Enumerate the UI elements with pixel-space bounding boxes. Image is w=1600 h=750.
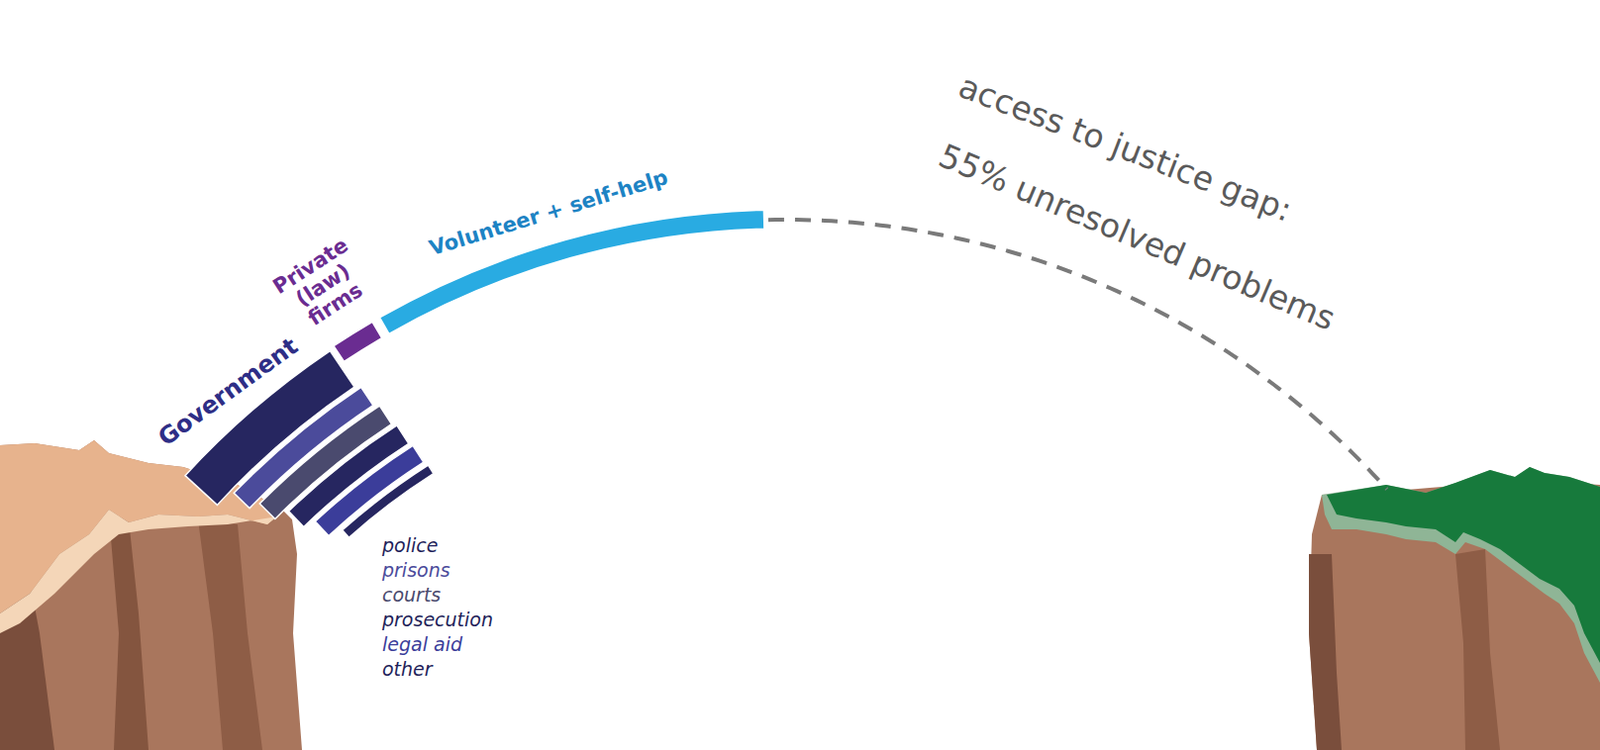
cliff-top-light bbox=[0, 509, 278, 634]
cliff-top bbox=[1326, 467, 1600, 664]
volunteer-band bbox=[379, 209, 764, 334]
gap-label: access to justice gap: bbox=[953, 68, 1297, 229]
gap-dashed-arc bbox=[768, 219, 1388, 490]
right-cliff bbox=[1308, 467, 1600, 750]
cliff-shade bbox=[1308, 554, 1342, 750]
legend-item-label: other bbox=[382, 659, 433, 681]
legend-item-label: prisons bbox=[382, 560, 451, 582]
cliff-shade bbox=[198, 519, 263, 750]
cliff-shade bbox=[1455, 549, 1500, 750]
cliff-top-light bbox=[1321, 467, 1600, 684]
other-band bbox=[342, 465, 434, 538]
band-label: Private (law) firms bbox=[268, 233, 377, 337]
private-firms-band bbox=[333, 321, 383, 362]
cliff-shade bbox=[108, 514, 149, 750]
legend-item-label: legal aid bbox=[382, 634, 463, 656]
legend-item-label: police bbox=[382, 535, 438, 557]
legend-item-label: courts bbox=[382, 585, 441, 606]
legend-item-label: prosecution bbox=[382, 609, 494, 631]
